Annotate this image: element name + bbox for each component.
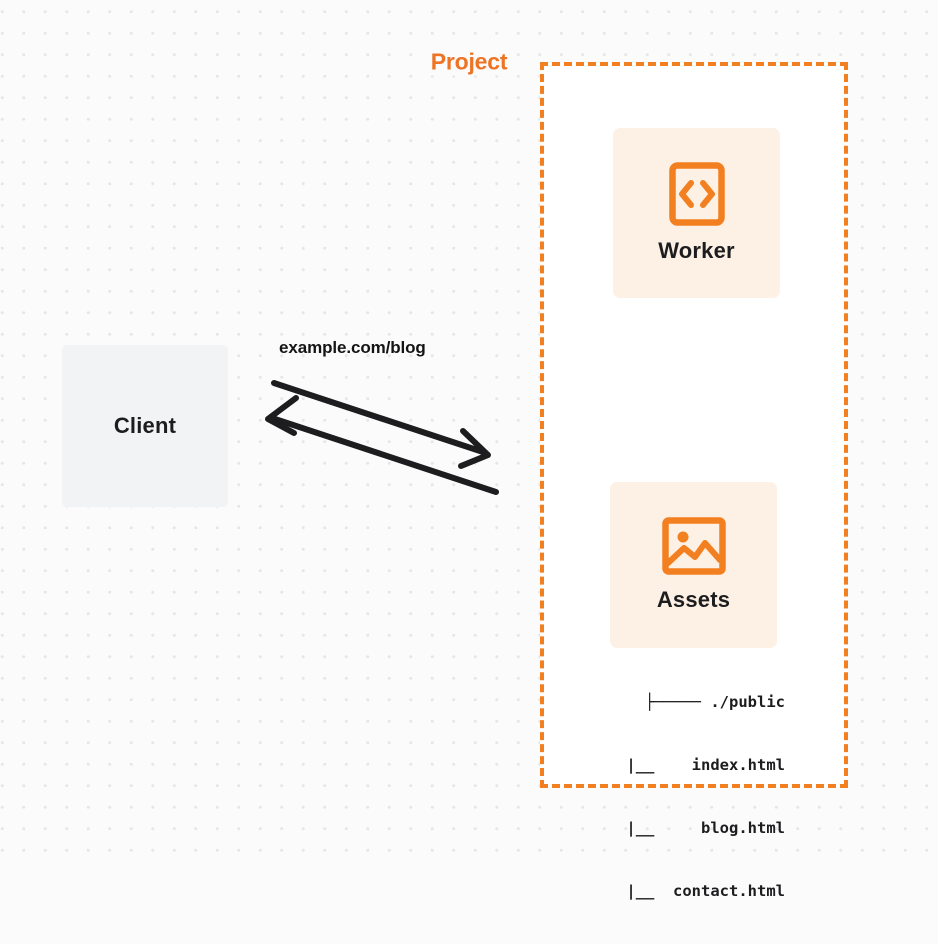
node-client-label: Client [113,413,177,438]
code-brackets-icon [668,162,725,226]
node-assets-label: Assets [656,587,731,612]
connection-label: example.com/blog [279,338,426,357]
node-client[interactable]: Client [62,345,228,507]
connection-arrows [265,380,499,495]
node-worker-label: Worker [658,238,735,263]
image-icon [661,517,726,575]
node-assets[interactable]: Assets [610,482,777,648]
node-worker[interactable]: Worker [613,128,780,298]
request-arrow-icon [271,380,491,469]
file-tree-row: |__ index.html [589,756,785,774]
assets-file-tree: ├───── ./public |__ index.html |__ blog.… [585,650,785,944]
project-title: Project [423,48,515,76]
file-tree-row: |__ blog.html [589,819,785,837]
file-tree-row: |__ contact.html [589,882,785,900]
file-tree-row: ├───── ./public [645,693,785,711]
diagram-canvas: Client example.com/blog Project Worker [0,0,938,900]
response-arrow-icon [265,395,499,495]
